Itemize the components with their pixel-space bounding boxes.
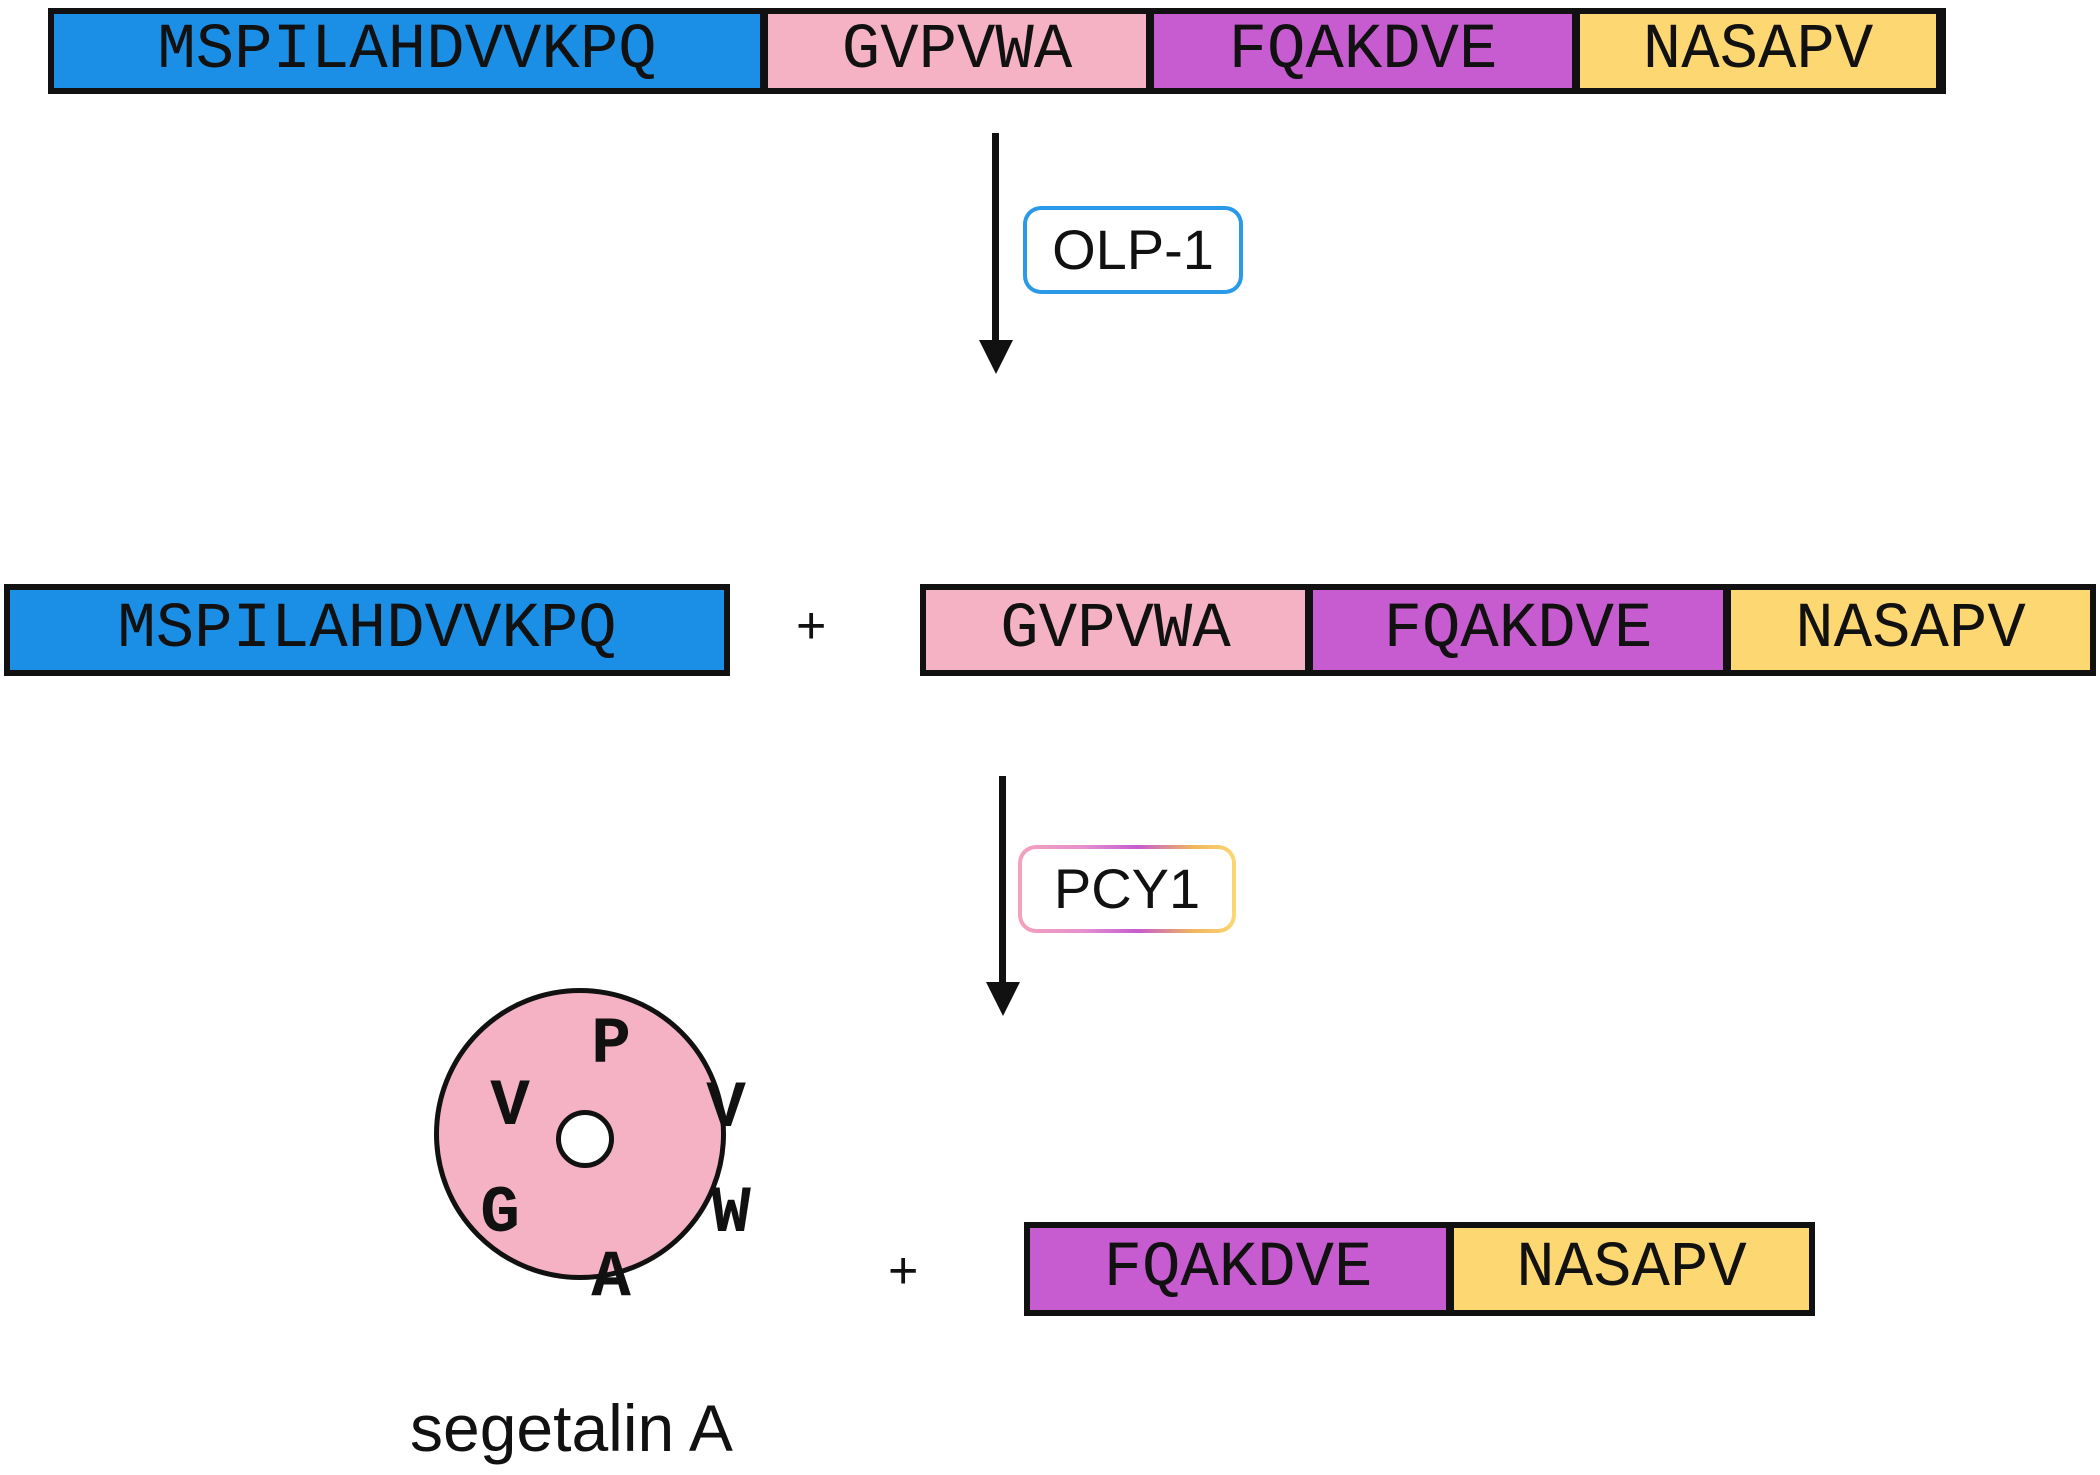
reaction-arrow-1-shaft bbox=[992, 133, 999, 349]
cyclic-peptide-ring: P V W A G V bbox=[434, 988, 751, 1311]
leader-segment: MSPILAHDVVKPQ bbox=[10, 590, 724, 670]
core-follower-peptide: GVPVWA FQAKDVE NASAPV bbox=[920, 584, 2096, 676]
residue-a: A bbox=[591, 1240, 631, 1315]
residue-v-right: V bbox=[706, 1071, 746, 1146]
residue-w: W bbox=[711, 1176, 751, 1251]
residue-p: P bbox=[591, 1007, 631, 1082]
plus-sign-2: + bbox=[888, 1242, 919, 1300]
reaction-arrow-2-head bbox=[986, 982, 1020, 1016]
enzyme-label-pcy1: PCY1 bbox=[1018, 845, 1236, 933]
enzyme-label-pcy1-text: PCY1 bbox=[1022, 849, 1232, 929]
residue-v-left: V bbox=[490, 1069, 530, 1144]
cyclic-peptide-center bbox=[556, 1110, 614, 1168]
enzyme-label-olp1-text: OLP-1 bbox=[1027, 210, 1239, 290]
tail-segment: NASAPV bbox=[1454, 1228, 1809, 1310]
leader-peptide: MSPILAHDVVKPQ bbox=[4, 584, 730, 676]
core-segment: GVPVWA bbox=[768, 14, 1146, 88]
reaction-arrow-1-head bbox=[979, 340, 1013, 374]
compound-name: segetalin A bbox=[410, 1391, 733, 1465]
core-segment: GVPVWA bbox=[926, 590, 1305, 670]
middle-segment: FQAKDVE bbox=[1030, 1228, 1446, 1310]
follower-peptide: FQAKDVE NASAPV bbox=[1024, 1222, 1815, 1316]
reaction-arrow-2-shaft bbox=[999, 776, 1006, 991]
enzyme-label-olp1: OLP-1 bbox=[1023, 206, 1243, 294]
residue-g: G bbox=[480, 1176, 520, 1251]
plus-sign-1: + bbox=[796, 597, 827, 655]
leader-segment: MSPILAHDVVKPQ bbox=[54, 14, 760, 88]
middle-segment: FQAKDVE bbox=[1154, 14, 1572, 88]
middle-segment: FQAKDVE bbox=[1313, 590, 1723, 670]
tail-segment: NASAPV bbox=[1731, 590, 2090, 670]
precursor-peptide: MSPILAHDVVKPQ GVPVWA FQAKDVE NASAPV bbox=[48, 8, 1946, 94]
tail-segment: NASAPV bbox=[1580, 14, 1936, 88]
